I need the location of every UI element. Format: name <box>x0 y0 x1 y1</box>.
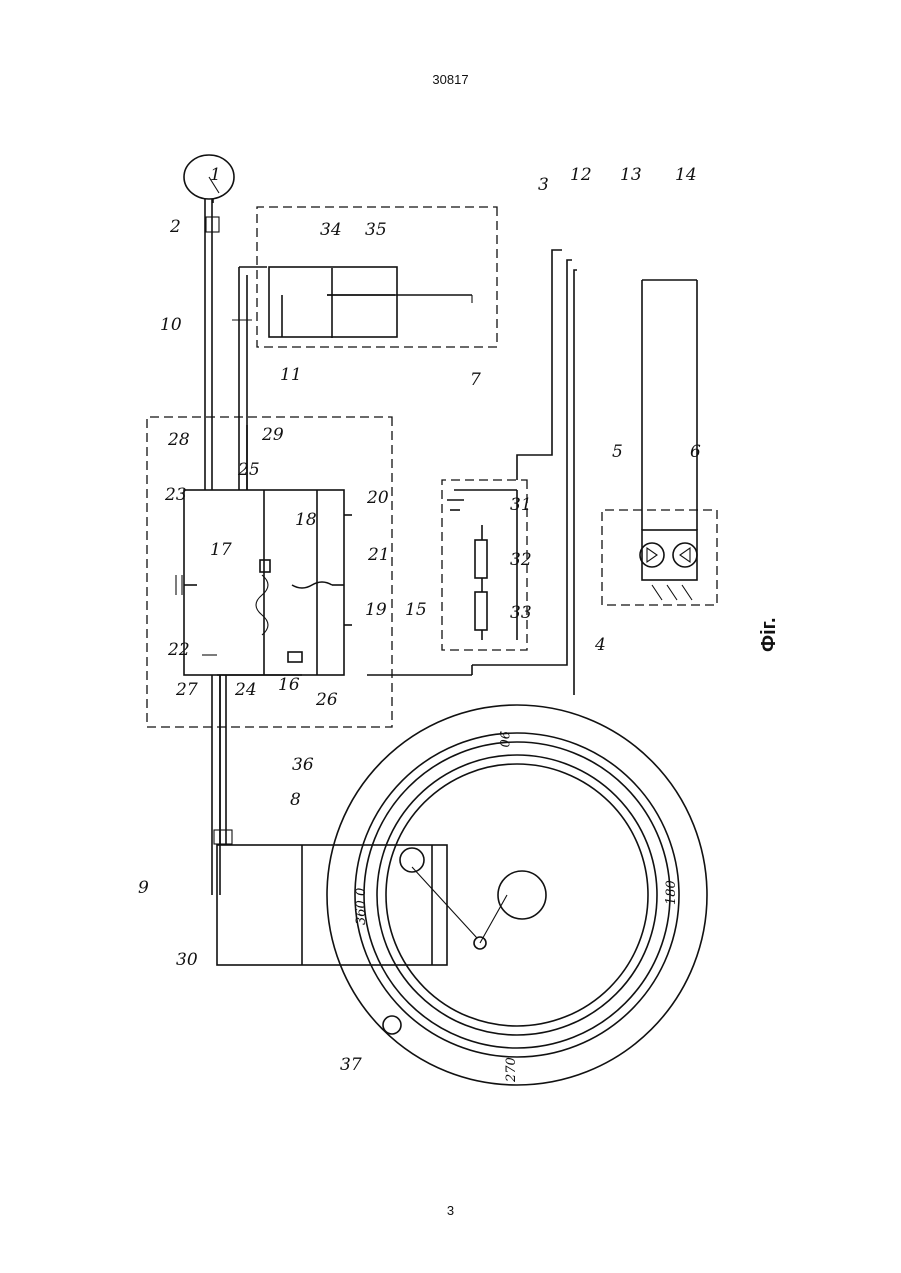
figure-caption: Фіг. <box>758 617 780 652</box>
label-9: 9 <box>138 878 149 898</box>
pipe-9 <box>214 675 447 965</box>
label-16: 16 <box>278 675 300 695</box>
label-35: 35 <box>365 220 387 240</box>
dial-label-90: 90 <box>496 731 511 748</box>
label-36: 36 <box>292 755 314 775</box>
label-31: 31 <box>510 495 532 515</box>
label-20: 20 <box>366 488 389 508</box>
label-1: 1 <box>210 165 221 185</box>
label-24: 24 <box>234 680 257 700</box>
label-25: 25 <box>237 460 260 480</box>
block-3 <box>232 207 497 490</box>
label-21: 21 <box>367 545 390 565</box>
label-11: 11 <box>280 365 302 385</box>
label-18: 18 <box>295 510 317 530</box>
label-28: 28 <box>167 430 190 450</box>
label-8: 8 <box>290 790 301 810</box>
dial-label-0: 360 0 <box>354 888 369 925</box>
label-4: 4 <box>594 635 606 655</box>
label-34: 34 <box>320 220 342 240</box>
pressure-gauge <box>184 155 234 490</box>
label-7: 7 <box>470 370 481 390</box>
label-6: 6 <box>690 442 701 462</box>
wires <box>367 250 577 695</box>
label-2: 2 <box>169 217 181 237</box>
label-30: 30 <box>176 950 198 970</box>
label-27: 27 <box>175 680 198 700</box>
label-17: 17 <box>210 540 232 560</box>
label-14: 14 <box>675 165 697 185</box>
label-5: 5 <box>612 442 623 462</box>
label-29: 29 <box>261 425 284 445</box>
label-12: 12 <box>570 165 592 185</box>
dial-label-270: 270 <box>504 1057 519 1083</box>
label-3: 3 <box>538 175 549 195</box>
label-23: 23 <box>164 485 187 505</box>
dial-scale-labels: 360 0 90 180 270 <box>354 731 679 1083</box>
label-33: 33 <box>510 603 532 623</box>
reference-labels: 1 2 3 4 5 6 7 8 9 10 11 12 13 14 15 16 1… <box>138 165 701 1075</box>
diagram-body <box>147 155 717 1085</box>
label-19: 19 <box>365 600 387 620</box>
dial-label-180: 180 <box>664 880 679 905</box>
page-number: 3 <box>0 1203 901 1218</box>
label-37: 37 <box>340 1055 362 1075</box>
label-22: 22 <box>167 640 190 660</box>
label-26: 26 <box>315 690 338 710</box>
label-10: 10 <box>160 315 182 335</box>
label-13: 13 <box>620 165 642 185</box>
label-15: 15 <box>405 600 427 620</box>
label-32: 32 <box>510 550 532 570</box>
